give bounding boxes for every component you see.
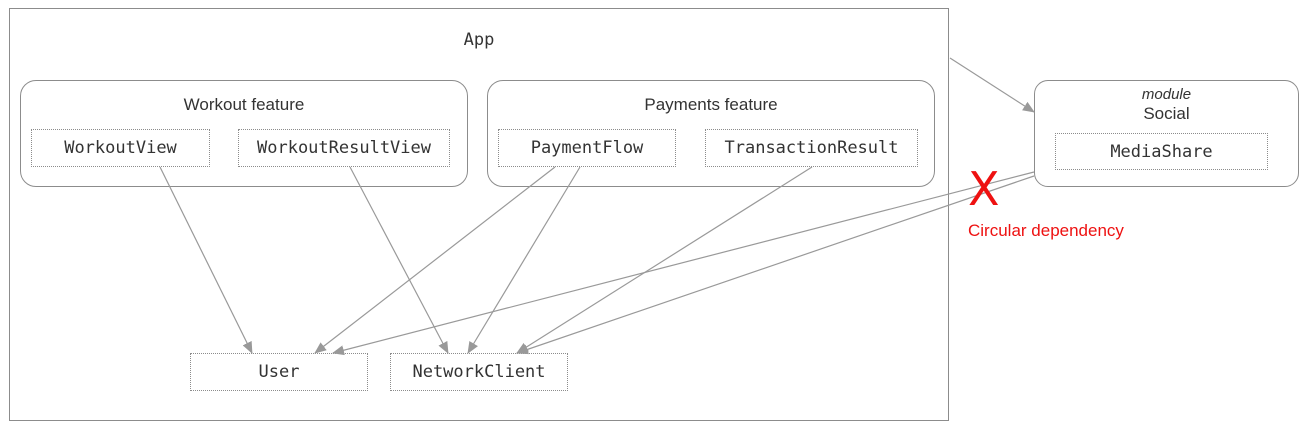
payment-flow-node: PaymentFlow [498,129,676,167]
network-client-node: NetworkClient [390,353,568,391]
edge-app-to-social [949,57,1035,113]
circular-dependency-label: Circular dependency [968,221,1124,240]
app-title: App [463,30,495,50]
circular-dependency-cross-icon: X [968,162,1000,216]
media-share-node: MediaShare [1055,133,1268,170]
workout-view-node: WorkoutView [31,129,210,167]
workout-feature-title: Workout feature [183,95,305,114]
workout-result-view-node: WorkoutResultView [238,129,450,167]
transaction-result-node: TransactionResult [705,129,918,167]
social-module-title: Social [1143,104,1190,123]
social-module-keyword: module [1141,86,1192,103]
payments-feature-title: Payments feature [644,95,778,114]
user-node: User [190,353,368,391]
